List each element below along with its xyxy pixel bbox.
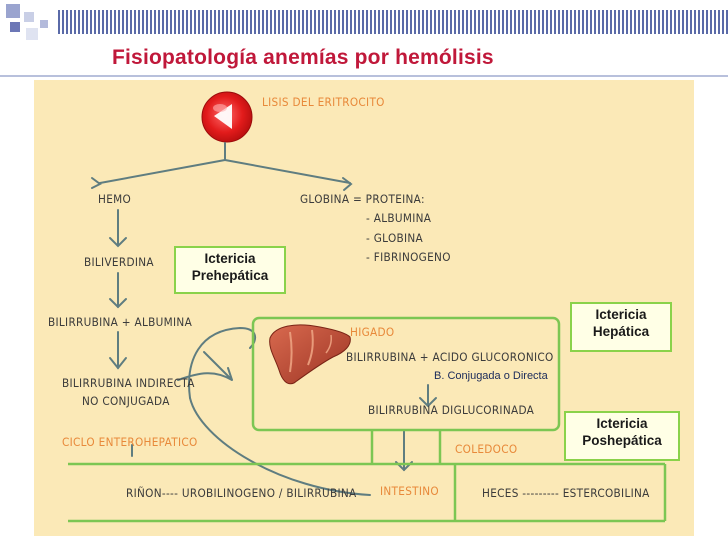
label-rinon: RIÑON---- UROBILINOGENO / BILIRRUBINA bbox=[126, 487, 357, 501]
box-prehepatica-line-1: Ictericia bbox=[204, 251, 256, 266]
box-prehepatica-line-2: Prehepática bbox=[191, 268, 269, 283]
header-stripe-band bbox=[58, 10, 728, 34]
label-bili-albumina: BILIRRUBINA + ALBUMINA bbox=[48, 316, 193, 330]
box-hepatica-line-1: Ictericia bbox=[595, 307, 647, 322]
label-higado: HIGADO bbox=[350, 326, 395, 340]
box-ictericia-hepatica: Ictericia Hepática bbox=[570, 302, 672, 352]
box-poshepatica-line-1: Ictericia bbox=[596, 416, 648, 431]
label-hemo: HEMO bbox=[98, 193, 132, 207]
title-rule bbox=[0, 75, 728, 77]
label-biliverdina: BILIVERDINA bbox=[84, 256, 154, 270]
erythrocyte-icon bbox=[201, 91, 253, 143]
box-hepatica-line-2: Hepática bbox=[592, 324, 650, 339]
label-bili-indirecta: BILIRRUBINA INDIRECTA bbox=[62, 377, 195, 391]
label-coledoco: COLEDOCO bbox=[455, 443, 518, 457]
label-ciclo-enterohepatico: CICLO ENTEROHEPATICO bbox=[62, 436, 198, 450]
box-poshepatica-line-2: Poshepática bbox=[582, 433, 662, 448]
page-title: Fisiopatología anemías por hemólisis bbox=[112, 46, 494, 69]
label-bili-acido: BILIRRUBINA + ACIDO GLUCORONICO bbox=[346, 351, 554, 365]
label-globina: GLOBINA = PROTEINA: bbox=[300, 193, 425, 207]
label-no-conjugada: NO CONJUGADA bbox=[82, 395, 170, 409]
label-diglucorinada: BILIRRUBINA DIGLUCORINADA bbox=[368, 404, 535, 418]
label-heces: HECES --------- ESTERCOBILINA bbox=[482, 487, 650, 501]
box-ictericia-prehepatica: Ictericia Prehepática bbox=[174, 246, 286, 294]
label-globina-item-1: - ALBUMINA bbox=[366, 212, 432, 226]
label-globina-item-3: - FIBRINOGENO bbox=[366, 251, 451, 265]
label-intestino: INTESTINO bbox=[380, 485, 439, 499]
liver-icon bbox=[269, 324, 351, 385]
label-conjugada-note: B. Conjugada o Directa bbox=[434, 370, 548, 382]
box-ictericia-poshepatica: Ictericia Poshepática bbox=[564, 411, 680, 461]
label-lisis: LISIS DEL ERITROCITO bbox=[262, 96, 385, 110]
label-globina-item-2: - GLOBINA bbox=[366, 232, 424, 246]
decorative-squares bbox=[0, 0, 60, 50]
